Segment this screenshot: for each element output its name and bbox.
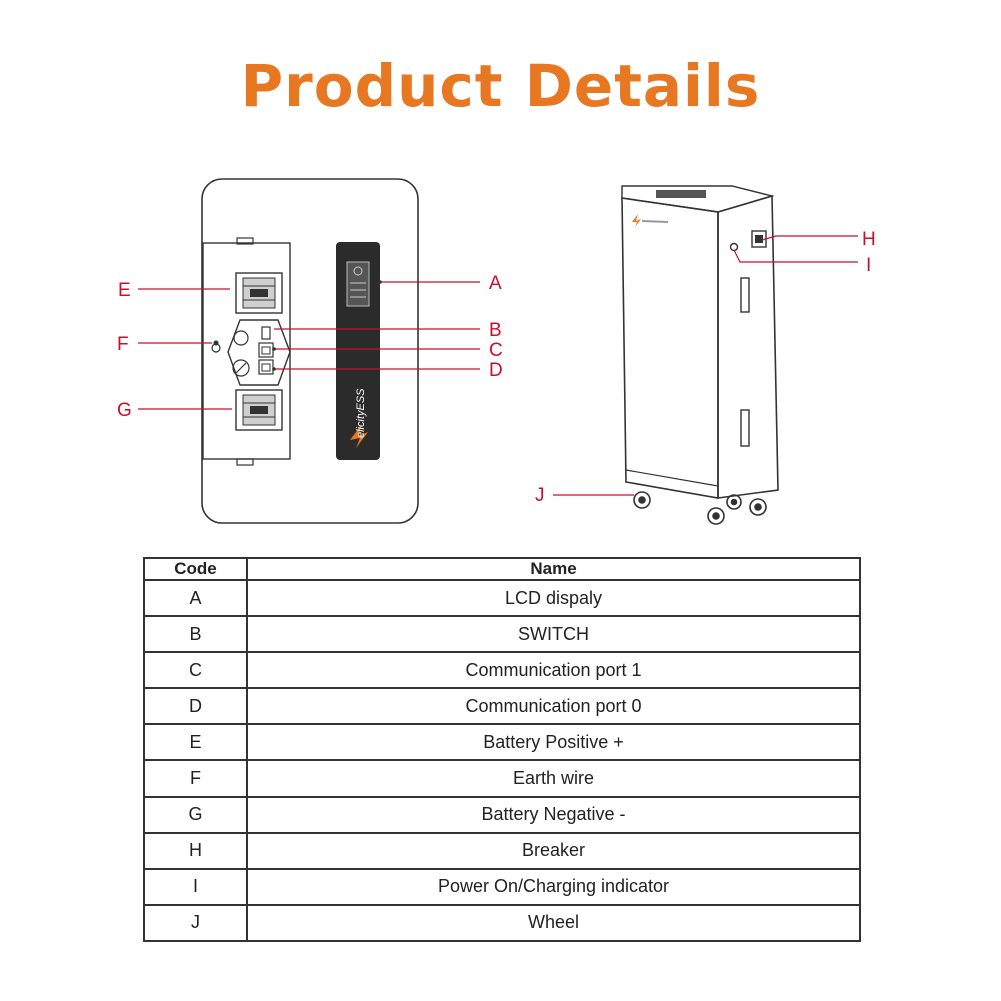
row-code: H xyxy=(143,831,248,870)
row-code: G xyxy=(143,795,248,834)
callout-lines xyxy=(138,235,858,496)
row-code: F xyxy=(143,759,248,798)
row-code: J xyxy=(143,903,248,943)
callout-label-a: A xyxy=(489,273,502,294)
lcd-screen xyxy=(346,261,370,307)
negative-terminal xyxy=(235,389,283,431)
callout-label-g: G xyxy=(117,400,132,421)
callout-label-c: C xyxy=(489,340,503,361)
wheel-icon xyxy=(707,507,725,525)
comm-port-0-icon xyxy=(258,359,274,375)
callout-label-j: J xyxy=(535,485,545,506)
callout-label-f: F xyxy=(117,334,129,355)
product-diagram: elicityESS xyxy=(117,178,876,525)
row-code: A xyxy=(143,578,248,618)
wheel-icon xyxy=(633,491,651,509)
terminal-bay xyxy=(202,242,291,460)
callout-label-d: D xyxy=(489,360,503,381)
row-code: I xyxy=(143,867,248,906)
header-name: Name xyxy=(246,557,861,581)
row-name: Battery Negative - xyxy=(246,795,861,834)
callout-labels: E F G A B C D H I J xyxy=(117,229,876,506)
wheels xyxy=(633,491,767,525)
row-code: B xyxy=(143,615,248,654)
row-name: Communication port 1 xyxy=(246,651,861,690)
row-name: SWITCH xyxy=(246,615,861,654)
switch-icon xyxy=(261,326,271,340)
brand-mark: elicityESS xyxy=(355,388,367,438)
callout-label-b: B xyxy=(489,320,502,341)
row-name: Battery Positive + xyxy=(246,723,861,762)
row-code: E xyxy=(143,723,248,762)
cabinet-side xyxy=(717,194,779,499)
wheel-icon xyxy=(749,498,767,516)
warning-icon xyxy=(232,359,250,377)
row-name: Wheel xyxy=(246,903,861,943)
positive-terminal xyxy=(235,272,283,314)
row-code: C xyxy=(143,651,248,690)
row-code: D xyxy=(143,687,248,726)
table-header-row: Code Name xyxy=(143,557,861,581)
comm-port-1-icon xyxy=(258,342,274,358)
wheel-icon xyxy=(726,494,742,510)
lcd-panel: elicityESS xyxy=(336,242,380,460)
side-view xyxy=(621,185,779,525)
callout-label-e: E xyxy=(118,280,131,301)
header-code: Code xyxy=(143,557,248,581)
callout-label-h: H xyxy=(862,229,876,250)
cabinet-logo-icon xyxy=(632,214,641,227)
row-name: Breaker xyxy=(246,831,861,870)
callout-label-i: I xyxy=(866,255,871,276)
page-title: Product Details xyxy=(240,52,761,120)
port-plate xyxy=(227,319,291,386)
row-name: Communication port 0 xyxy=(246,687,861,726)
front-view xyxy=(201,178,419,524)
cabinet-front xyxy=(621,197,719,499)
indicator-light-icon xyxy=(729,242,739,252)
earth-icon xyxy=(233,330,249,346)
callout-dots xyxy=(213,280,382,371)
handle-lower-icon xyxy=(740,409,750,447)
cabinet-top xyxy=(621,185,775,213)
row-name: LCD dispaly xyxy=(246,578,861,618)
row-name: Earth wire xyxy=(246,759,861,798)
brand-logo-icon xyxy=(350,424,368,448)
handle-upper-icon xyxy=(740,277,750,313)
row-name: Power On/Charging indicator xyxy=(246,867,861,906)
front-panel-outline xyxy=(201,178,419,524)
